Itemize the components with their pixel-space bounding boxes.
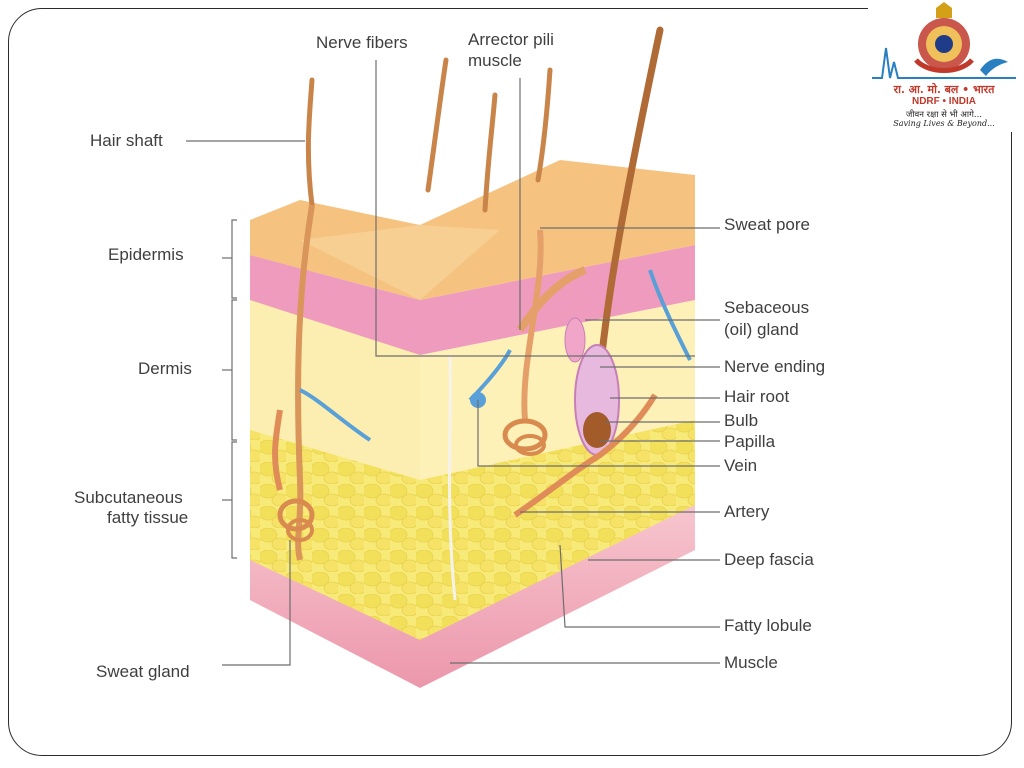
sweat-gland-coil-right (502, 418, 548, 456)
label-arrector-pili-line2: muscle (468, 51, 522, 70)
nerve-fiber-line (447, 354, 457, 601)
label-nerve-ending: Nerve ending (724, 357, 825, 376)
label-vein: Vein (724, 456, 757, 475)
label-muscle: Muscle (724, 653, 778, 672)
label-artery: Artery (724, 502, 770, 521)
hair-bulb (583, 412, 611, 448)
layer-brackets (231, 219, 237, 559)
label-subcutaneous-line2: fatty tissue (107, 508, 188, 527)
muscle-layer (250, 505, 695, 688)
sebaceous-gland (564, 317, 586, 363)
label-sebaceous-line2: (oil) gland (724, 320, 799, 339)
fat-layer-left (250, 430, 420, 640)
ndrf-emblem-icon (872, 2, 1016, 79)
ndrf-logo: रा. आ. मो. बल • भारत NDRF • INDIA जीवन र… (868, 0, 1020, 132)
label-sweat-gland: Sweat gland (96, 662, 190, 681)
hair-shaft-3 (482, 92, 498, 213)
artery-vessel (272, 393, 658, 518)
label-fatty-lobule: Fatty lobule (724, 616, 812, 635)
sweat-duct-right (521, 229, 544, 421)
label-sebaceous-line1: Sebaceous (724, 298, 809, 317)
label-sweat-pore: Sweat pore (724, 215, 810, 234)
epidermis-notch (300, 225, 500, 300)
hair-follicle-left (295, 204, 315, 561)
fat-layer-right (420, 420, 695, 640)
label-arrector-pili-line1: Arrector pili (468, 30, 554, 49)
hair-shaft-4 (535, 67, 553, 183)
leader-lines (186, 60, 720, 666)
hair-shaft-2 (425, 57, 449, 193)
label-bulb: Bulb (724, 411, 758, 430)
logo-hindi-name: रा. आ. मो. बल • भारत (893, 83, 995, 96)
logo-motto-english: Saving Lives & Beyond... (893, 119, 995, 128)
skin-block (250, 160, 695, 688)
label-papilla: Papilla (724, 432, 776, 451)
label-nerve-fibers: Nerve fibers (316, 33, 408, 52)
logo-english-name: NDRF • INDIA (911, 96, 977, 107)
arrector-pili (516, 266, 587, 333)
label-subcutaneous-line1: Subcutaneous (74, 488, 183, 507)
sweat-gland-coil-left (277, 498, 315, 542)
label-hair-root: Hair root (724, 387, 789, 406)
dermis-layer-left (250, 300, 420, 480)
label-deep-fascia: Deep fascia (724, 550, 814, 569)
diagram-labels: Nerve fibers Arrector pili muscle Hair s… (74, 30, 825, 681)
logo-motto-hindi: जीवन रक्षा से भी आगे... (905, 110, 983, 120)
label-hair-shaft: Hair shaft (90, 131, 163, 150)
label-dermis: Dermis (138, 359, 192, 378)
hair-shaft-1 (305, 77, 315, 208)
label-epidermis: Epidermis (108, 245, 184, 264)
